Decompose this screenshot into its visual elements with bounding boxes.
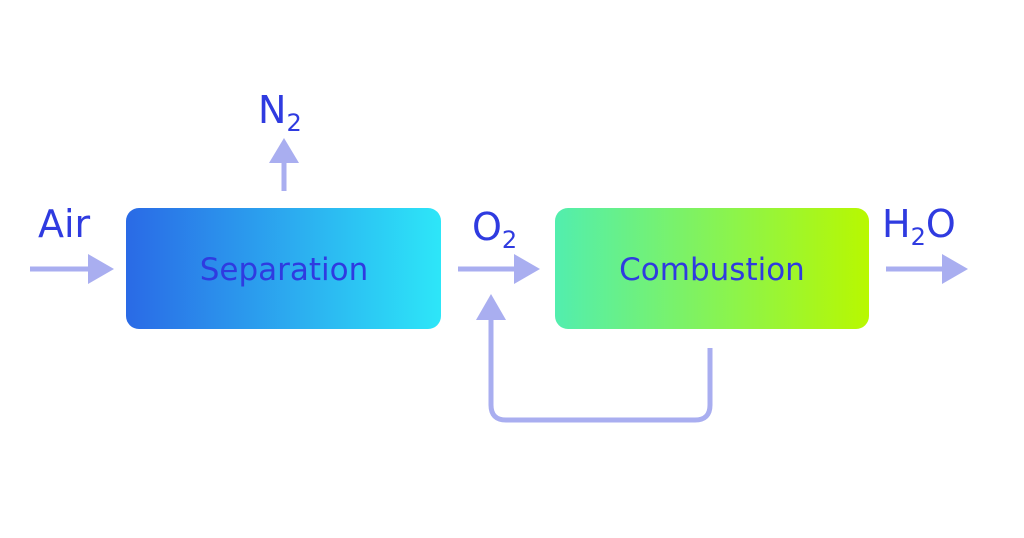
o2-label: O2 <box>472 205 517 254</box>
n2-arrow-icon <box>269 138 299 191</box>
separation-label: Separation <box>200 252 369 288</box>
air-label: Air <box>38 202 91 246</box>
air-arrow-icon <box>30 254 114 284</box>
combustion-box <box>555 208 869 329</box>
recycle-arrow-icon <box>476 294 713 423</box>
h2o-label: H2O <box>882 202 956 251</box>
combustion-node: Combustion <box>555 208 869 329</box>
combustion-label: Combustion <box>619 252 805 288</box>
n2-label: N2 <box>258 88 302 137</box>
h2o-arrow-icon <box>886 254 968 284</box>
separation-box <box>126 208 441 329</box>
separation-node: Separation <box>126 208 441 329</box>
o2-arrow-icon <box>458 254 540 284</box>
